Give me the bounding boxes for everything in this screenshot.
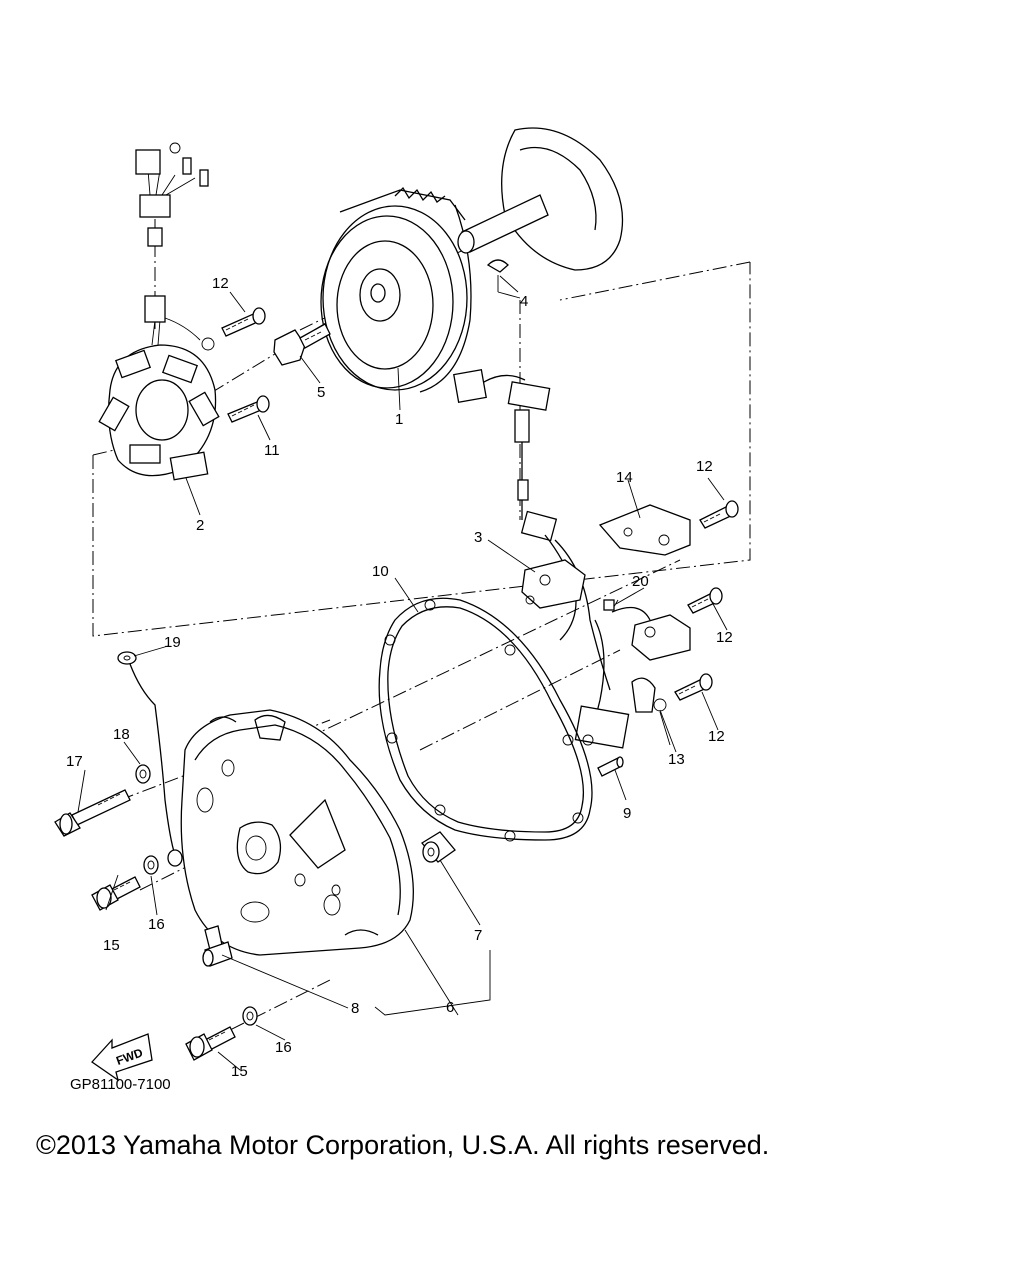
crankcase-cover-6 [180, 709, 414, 956]
cover-bolt-15-lower [185, 1026, 236, 1061]
callout-12-upper-left: 12 [212, 275, 229, 292]
washer-18 [135, 764, 151, 784]
dowel-pin-9 [597, 756, 624, 777]
callout-2: 2 [196, 517, 204, 534]
copyright-notice: ©2013 Yamaha Motor Corporation, U.S.A. A… [36, 1130, 770, 1160]
callout-18: 18 [113, 726, 130, 743]
callout-labels: 1 2 3 4 5 6 7 8 9 10 11 12 12 12 12 13 1… [66, 275, 733, 1080]
washer-16-upper [143, 855, 159, 875]
lead-wire-clamp-14 [598, 504, 691, 556]
callout-7: 7 [474, 927, 482, 944]
pickup-coil-harness [453, 369, 691, 749]
callout-leader-lines [77, 275, 728, 1071]
flywheel-rotor [320, 186, 472, 393]
stator-assembly [98, 142, 220, 481]
callout-1: 1 [395, 411, 403, 428]
collar-7 [421, 831, 456, 863]
callout-14: 14 [616, 469, 633, 486]
callout-20: 20 [632, 573, 649, 590]
callout-4: 4 [520, 293, 528, 310]
crankshaft-starter-gear [457, 127, 624, 299]
clamp-bolt-12-lower [674, 673, 713, 701]
stator-bolt-12 [221, 307, 266, 337]
pickup-bolt-12-mid [687, 587, 723, 614]
washer-16-lower [242, 1006, 258, 1026]
callout-19: 19 [164, 634, 181, 651]
clamp-bolt-12-upper [699, 500, 739, 529]
callout-17: 17 [66, 753, 83, 770]
callout-15-upper: 15 [103, 937, 120, 954]
cover-bolt-17 [54, 789, 131, 837]
callout-16-upper: 16 [148, 916, 165, 933]
flywheel-nut-bolt-5 [273, 323, 331, 366]
callout-10: 10 [372, 563, 389, 580]
callout-11: 11 [264, 442, 280, 459]
ground-lead-19 [117, 651, 183, 867]
callout-12-mid-right: 12 [716, 629, 733, 646]
forward-direction-arrow: FWD [91, 1033, 153, 1082]
callout-12-lower-right: 12 [708, 728, 725, 745]
drain-fitting-8 [202, 925, 233, 967]
stator-bolt-11 [227, 395, 270, 423]
callout-16-lower: 16 [275, 1039, 292, 1056]
callout-9: 9 [623, 805, 631, 822]
wire-clamp-13 [631, 677, 671, 746]
callout-3: 3 [474, 529, 482, 546]
crankcase-cover-gasket-10 [378, 597, 593, 842]
callout-13: 13 [668, 751, 685, 768]
callout-8: 8 [351, 1000, 359, 1017]
callout-5: 5 [317, 384, 325, 401]
drawing-code: GP81100-7100 [70, 1076, 171, 1093]
cover-bolt-15-upper [91, 876, 141, 911]
callout-15-lower: 15 [231, 1063, 248, 1080]
callout-12-upper-right: 12 [696, 458, 713, 475]
callout-6: 6 [446, 999, 454, 1016]
